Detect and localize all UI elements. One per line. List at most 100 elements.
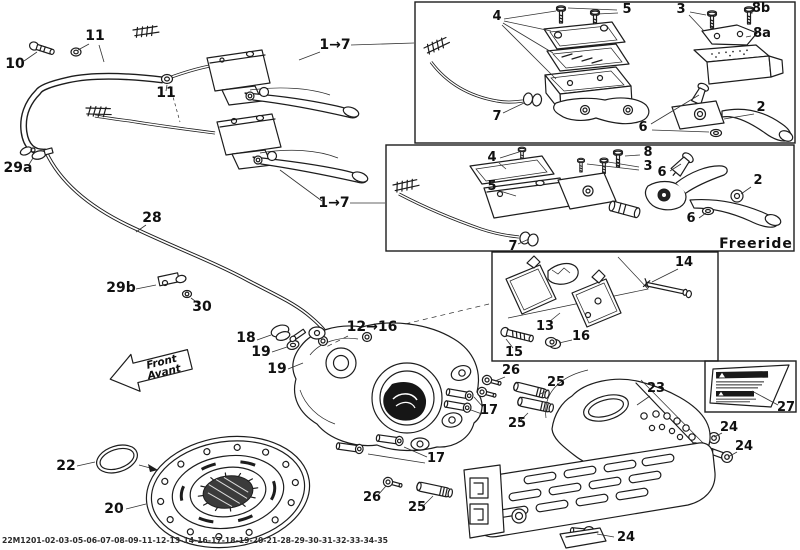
leader-line-27 — [751, 390, 779, 406]
callout-29b: 29b — [106, 280, 136, 296]
leader-line-25 — [423, 495, 434, 506]
callout-4: 4 — [492, 9, 501, 24]
guard-end-cap — [463, 464, 505, 539]
leader-line-25 — [539, 389, 550, 395]
callout-8: 8 — [643, 145, 652, 160]
callout-6: 6 — [638, 120, 647, 135]
leader-line-6 — [651, 129, 710, 133]
leader-line-11 — [77, 43, 90, 51]
inset-box-master-cylinder — [414, 1, 796, 144]
leader-line-11 — [165, 84, 168, 92]
callout-24: 24 — [617, 530, 635, 545]
box3-brake-pads — [500, 255, 692, 350]
leader-line-4 — [499, 151, 520, 159]
callout-17: 17 — [480, 403, 498, 418]
leader-line-16 — [558, 339, 573, 344]
leader-line-22 — [76, 461, 96, 467]
master-cylinder-lower — [216, 113, 369, 184]
clip-29b — [157, 272, 187, 287]
leader-line-7 — [517, 238, 530, 245]
leader-line-6 — [698, 212, 707, 219]
leader-line-3 — [607, 161, 640, 168]
callout-7: 7 — [492, 109, 501, 124]
leader-line-24 — [596, 533, 615, 538]
callout-28: 28 — [142, 210, 161, 226]
callout-11: 11 — [156, 85, 175, 101]
callout-3: 3 — [643, 159, 652, 174]
leader-line-28 — [135, 224, 147, 233]
leader-line-2 — [740, 186, 752, 195]
leader-line-8b — [750, 9, 753, 15]
front-direction-arrow: Front Avant — [109, 349, 193, 392]
callout-1→7: 1→7 — [319, 37, 350, 53]
leader-line-29b — [135, 284, 157, 290]
callout-12→16: 12→16 — [347, 319, 398, 335]
leader-line-10 — [23, 51, 38, 62]
spring-bolt-15 — [500, 326, 534, 343]
leader-line-8a — [745, 35, 752, 38]
box1-exploded-master-cylinder — [422, 5, 794, 142]
handlebar-and-hoses — [20, 21, 334, 350]
callout-14: 14 — [675, 255, 693, 270]
bleeder-valve — [289, 328, 307, 343]
callout-16: 16 — [572, 329, 590, 344]
box2-freeride-assembly — [392, 146, 782, 247]
leader-line-17 — [470, 409, 483, 415]
leader-line-8 — [624, 154, 641, 157]
callout-15: 15 — [505, 345, 523, 360]
callout-18: 18 — [236, 330, 255, 346]
master-cylinder-upper — [206, 49, 360, 119]
leader-line-26 — [494, 376, 506, 382]
leader-line-29a — [27, 157, 34, 167]
callout-26: 26 — [502, 363, 520, 378]
brake-caliper — [289, 322, 483, 452]
leader-line-4 — [498, 162, 507, 170]
leader-line-26 — [377, 485, 387, 496]
leader-line-1→7 — [279, 169, 323, 202]
leader-line-23 — [636, 395, 651, 406]
leader-line-18 — [256, 334, 272, 341]
disc-bolt-holes — [157, 443, 299, 541]
callout-25: 25 — [547, 375, 565, 390]
cable-end — [132, 21, 160, 42]
footer-part-code: 22M1201-02-03-05-06-07-08-09-11-12-13-14… — [2, 535, 388, 545]
callout-23: 23 — [647, 381, 665, 396]
leader-line-4 — [501, 24, 557, 80]
leader-line-24 — [727, 451, 738, 458]
pin-25 — [415, 480, 454, 499]
leader-line-1→7 — [350, 42, 415, 46]
leader-line-5 — [567, 7, 618, 11]
leader-line-11 — [98, 44, 105, 63]
pin-25 — [516, 395, 555, 414]
callout-4: 4 — [487, 150, 496, 165]
leader-line-15 — [505, 338, 514, 349]
banjo-bolt-10 — [28, 41, 55, 56]
washer-30 — [181, 289, 193, 299]
leader-line-7 — [502, 102, 525, 114]
callout-26: 26 — [363, 490, 381, 505]
callout-11: 11 — [85, 28, 104, 44]
leader-line-3 — [586, 163, 640, 171]
callout-25: 25 — [508, 416, 526, 431]
callout-27: 27 — [777, 400, 795, 415]
pad-pin-14 — [642, 278, 692, 299]
callout-1→7: 1→7 — [318, 195, 349, 211]
leader-line-5 — [499, 190, 517, 197]
callout-29a: 29a — [4, 160, 33, 176]
leader-line-24 — [713, 432, 723, 438]
leader-line-1→7 — [298, 51, 321, 61]
inset-box-freeride — [385, 144, 795, 252]
callout-8a: 8a — [753, 26, 771, 41]
leader-line-30 — [190, 297, 200, 305]
leader-line-3 — [688, 14, 705, 32]
leader-line-19 — [287, 362, 304, 370]
leader-line-4 — [502, 22, 554, 54]
leader-line-14 — [651, 268, 679, 283]
screw-26 — [480, 373, 503, 389]
leader-line-19 — [271, 346, 288, 353]
callout-6: 6 — [686, 211, 695, 226]
callout-2: 2 — [756, 100, 765, 115]
caliper-guard — [463, 369, 716, 549]
